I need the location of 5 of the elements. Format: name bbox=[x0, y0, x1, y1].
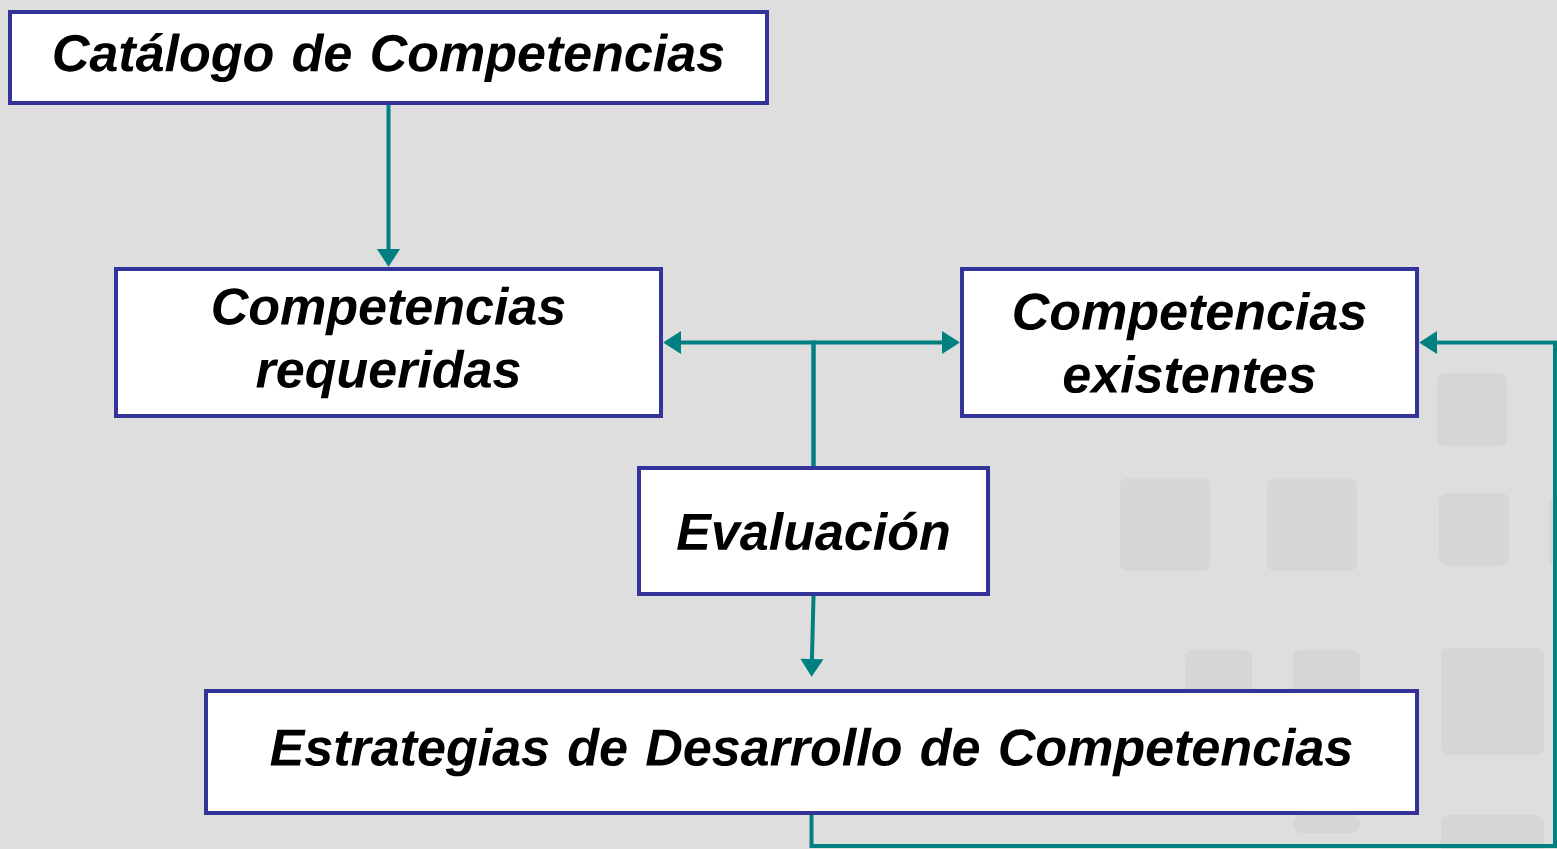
process-box: Competencias requeridas bbox=[114, 267, 663, 418]
process-box: Competencias existentes bbox=[960, 267, 1419, 418]
process-box: Catálogo de Competencias bbox=[8, 10, 769, 105]
process-box: Estrategias de Desarrollo de Competencias bbox=[204, 689, 1419, 815]
process-box: Evaluación bbox=[637, 466, 990, 596]
